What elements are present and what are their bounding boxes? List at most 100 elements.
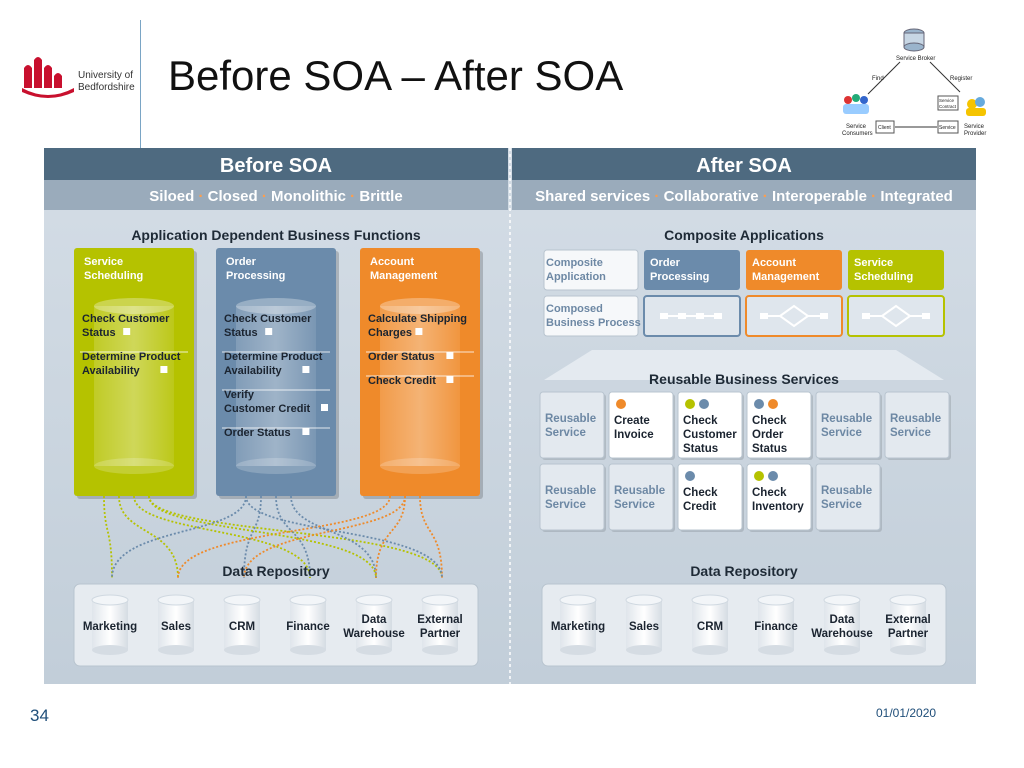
service-box	[677, 391, 743, 459]
service-box	[608, 391, 674, 459]
repository-cylinder-top	[559, 594, 597, 606]
repository-cylinder-body	[224, 600, 260, 650]
register-arrow	[929, 61, 961, 93]
after-repository-title: Data Repository	[690, 563, 798, 579]
university-logo: University of Bedfordshire	[20, 54, 150, 104]
repository-label: Warehouse	[811, 628, 873, 640]
trait-item: Integrated	[880, 188, 953, 205]
service-dot-icon	[616, 399, 626, 409]
slide-title: Before SOA – After SOA	[168, 52, 624, 99]
process-flow-0	[643, 295, 741, 337]
logo-base	[22, 88, 74, 98]
service-box	[815, 463, 881, 531]
after-composite-title: Composite Applications	[664, 227, 824, 243]
service-label: Credit	[683, 501, 716, 513]
service-box	[677, 463, 743, 531]
trait-separator: ·	[759, 188, 772, 205]
find-arrow	[867, 61, 901, 95]
repository-label: Sales	[629, 621, 659, 633]
trait-separator: ·	[867, 188, 880, 205]
silo-function-label: Availability	[224, 365, 283, 377]
connection-line	[148, 495, 443, 579]
before-repository-title: Data Repository	[222, 563, 330, 579]
composite-app-line-2: Scheduling	[854, 271, 913, 283]
repository-0: Marketing	[83, 594, 137, 655]
repository-cylinder-bottom	[824, 645, 860, 655]
connection-line	[375, 495, 406, 579]
silo-function-label: Status	[82, 327, 116, 339]
service-label: Service	[821, 499, 862, 511]
process-box	[847, 295, 945, 337]
service-label: Reusable	[821, 485, 872, 497]
process-step-icon	[714, 313, 722, 319]
repository-cylinder-top	[889, 594, 927, 606]
connection-line	[243, 495, 406, 579]
process-step-icon	[820, 313, 828, 319]
service-provider-icon	[966, 97, 986, 116]
composite-label-line-1: Composed	[546, 303, 603, 315]
composite-app-line-1: Order	[650, 257, 681, 269]
repository-cylinder-body	[626, 600, 662, 650]
composite-label-bg	[543, 249, 639, 291]
silo-title-line-1: Account	[370, 256, 414, 268]
page-number: 34	[30, 706, 49, 725]
after-header: After SOA	[696, 155, 792, 177]
composite-label-line-2: Business Process	[546, 317, 641, 329]
composite-label-line-1: Composite	[546, 257, 603, 269]
process-flow-2	[847, 295, 945, 337]
service-box	[539, 463, 605, 531]
repository-label: Partner	[420, 628, 461, 640]
process-box	[745, 295, 843, 337]
before-traits: Siloed · Closed · Monolithic · Brittle	[149, 188, 402, 205]
after-services-title: Reusable Business Services	[649, 371, 839, 387]
composite-app-bg	[644, 250, 740, 290]
silo-title-line-2: Scheduling	[84, 270, 143, 282]
repository-cylinder-bottom	[890, 645, 926, 655]
connection-line	[177, 495, 391, 579]
repository-cylinder-top	[157, 594, 195, 606]
process-step-icon	[760, 313, 768, 319]
service-box	[815, 391, 881, 459]
service-label: Check	[683, 415, 718, 427]
after-traits-bar	[512, 180, 976, 210]
repository-cylinder-body	[824, 600, 860, 650]
service-label: Customer	[683, 429, 737, 441]
service-label: Service	[614, 499, 655, 511]
repository-label: CRM	[229, 621, 255, 633]
repository-cylinder-body	[356, 600, 392, 650]
silo-cylinder-top	[380, 298, 460, 314]
silo-title-line-1: Order	[226, 256, 257, 268]
service-consumers-line-2: Consumers	[842, 131, 873, 137]
trait-separator: ·	[258, 188, 271, 205]
trait-item: Siloed	[149, 188, 194, 205]
composite-app-bg	[746, 250, 842, 290]
service-dot-icon	[685, 399, 695, 409]
before-header: Before SOA	[220, 155, 332, 177]
logo-line-2: Bedfordshire	[78, 82, 135, 93]
repository-cylinder-top	[691, 594, 729, 606]
service-label: Service	[545, 499, 586, 511]
repository-label: Partner	[888, 628, 929, 640]
repository-cylinder-bottom	[158, 645, 194, 655]
service-label: Inventory	[752, 501, 804, 513]
repository-cylinder-body	[758, 600, 794, 650]
repository-label: Warehouse	[343, 628, 405, 640]
repository-cylinder-top	[91, 594, 129, 606]
silo-function-label: Determine Product	[224, 351, 323, 363]
soa-triangle-diagram: Service Broker Find Register Service Con…	[838, 24, 1018, 142]
before-section-title: Application Dependent Business Functions	[131, 227, 421, 243]
repository-cylinder-body	[92, 600, 128, 650]
service-box	[937, 120, 959, 134]
service-contract-box	[937, 95, 959, 111]
repository-cylinder-body	[290, 600, 326, 650]
